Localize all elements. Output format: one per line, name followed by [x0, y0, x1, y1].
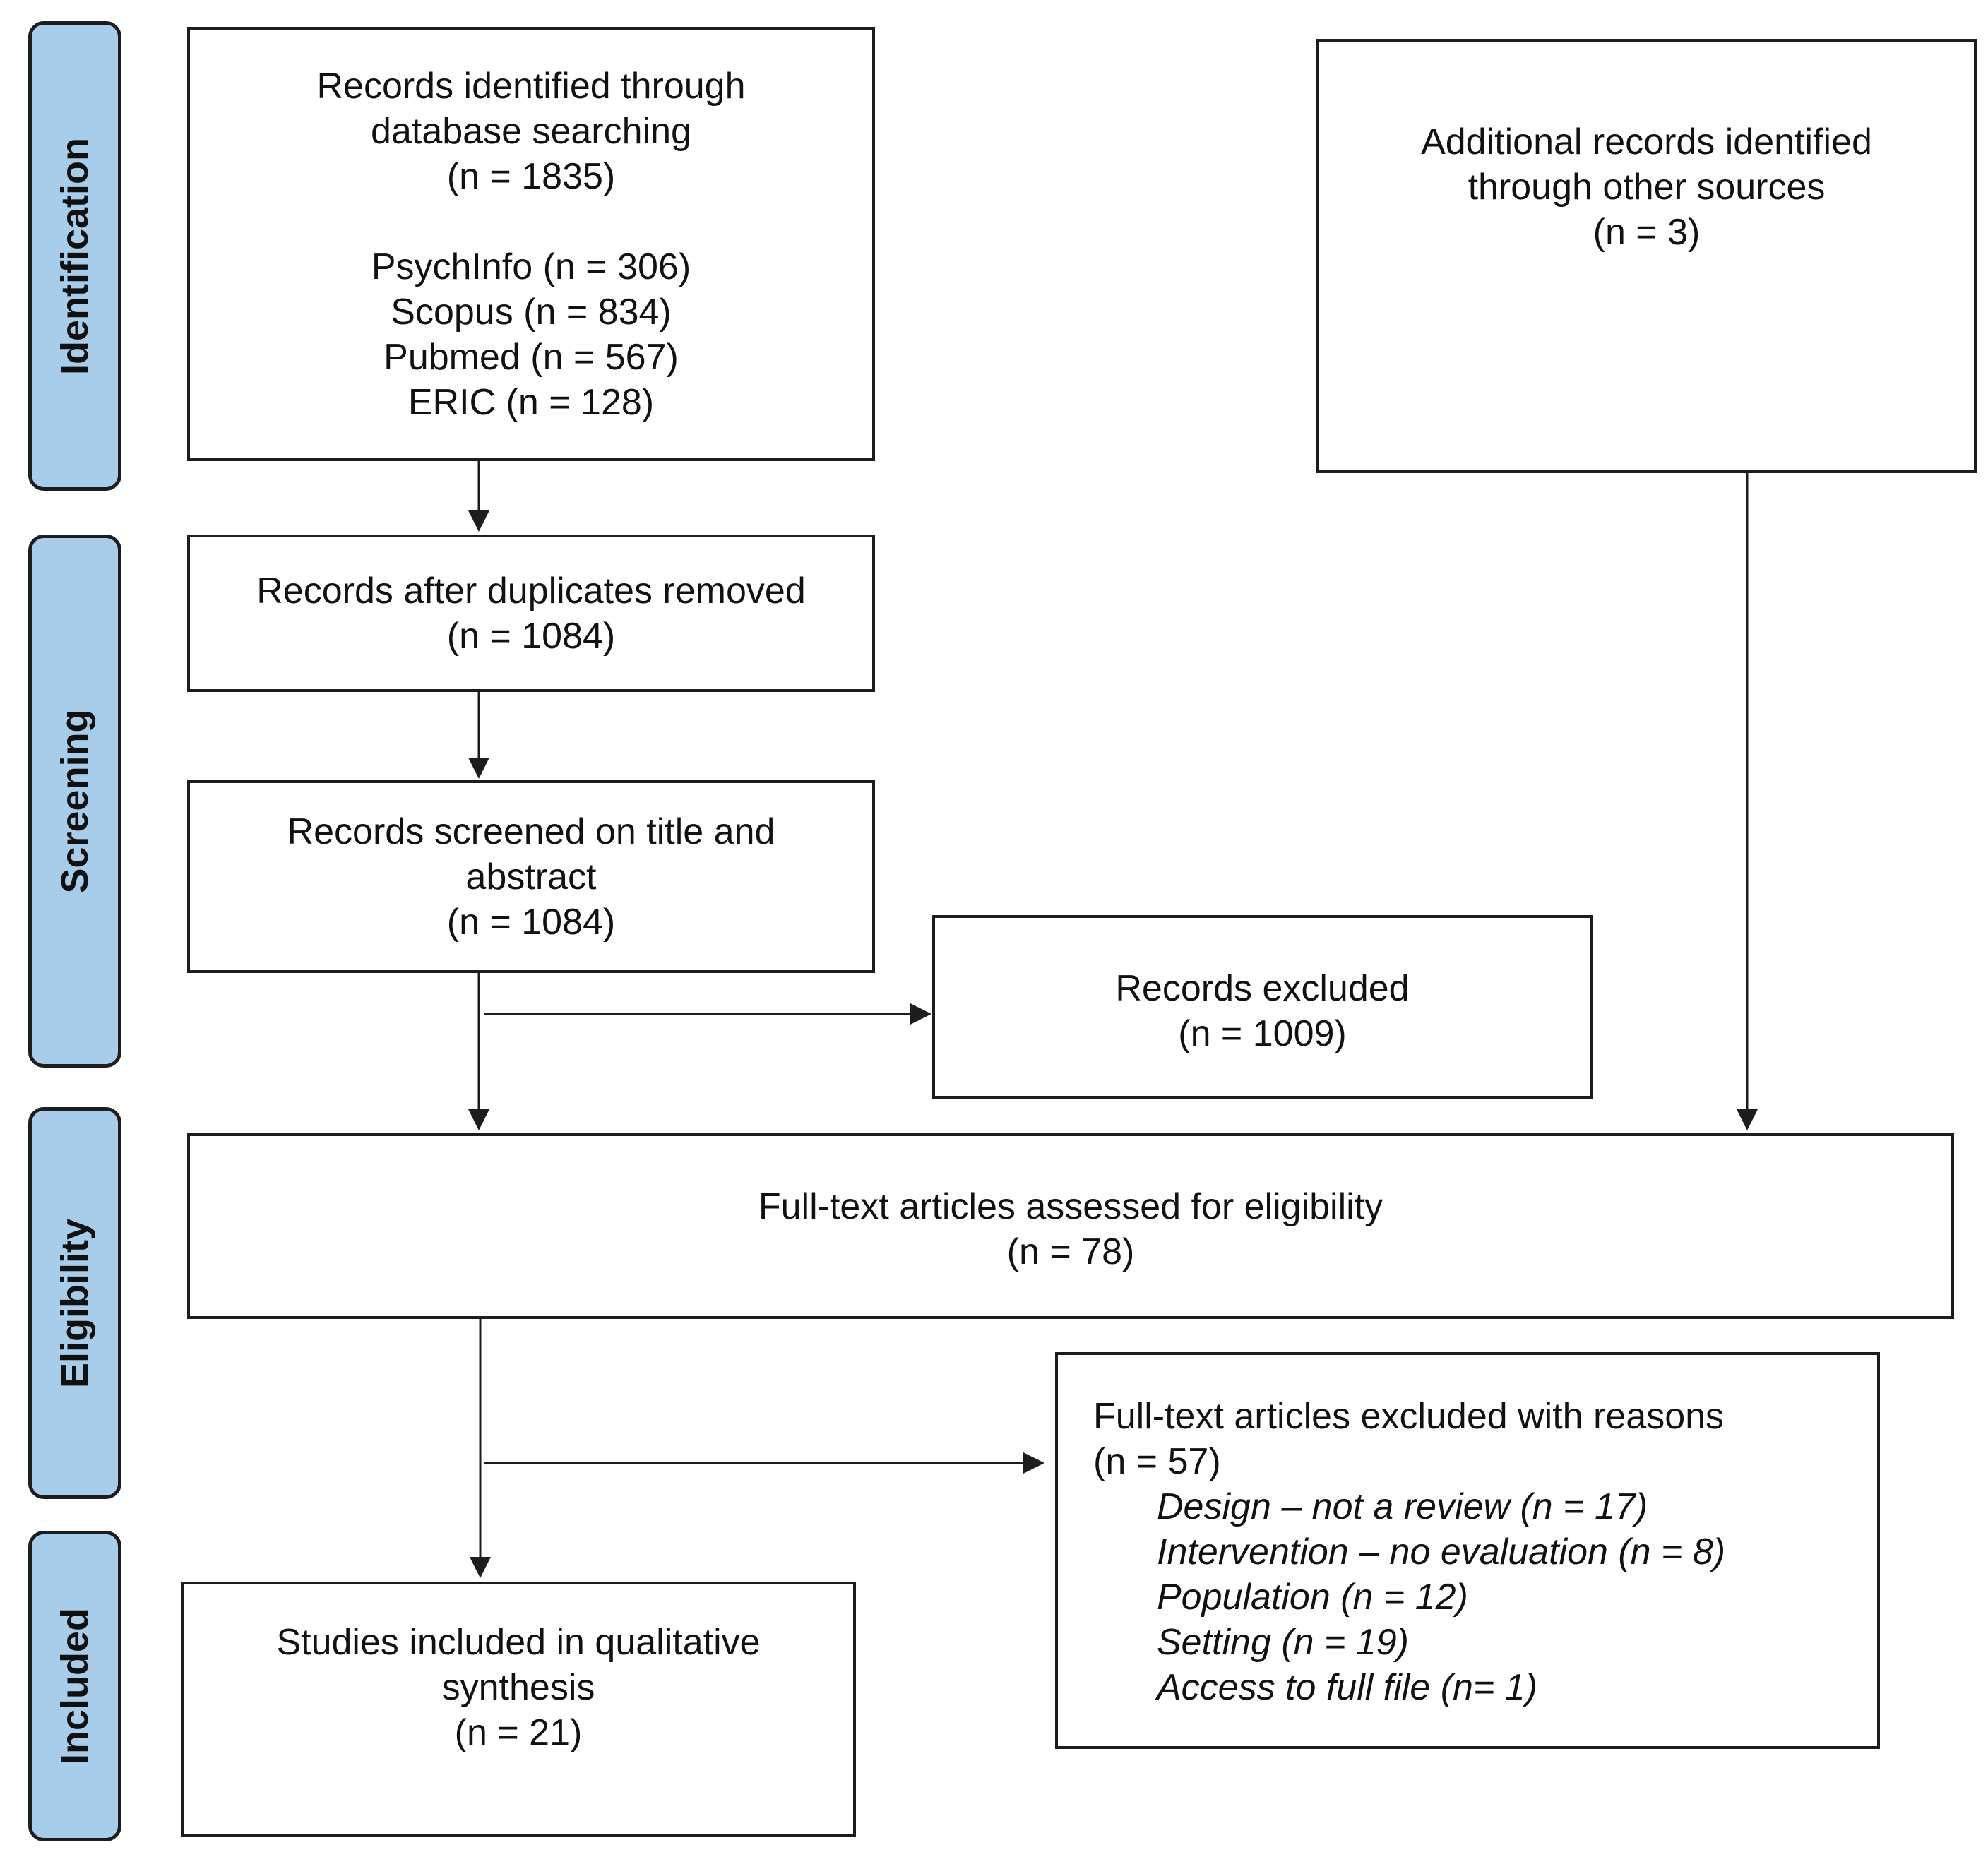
source-scopus: Scopus (n = 834): [391, 291, 672, 333]
phase-identification: Identification: [28, 21, 121, 491]
fulltext-assessed-label: Full-text articles assessed for eligibil…: [758, 1186, 1383, 1227]
box-fulltext-assessed: Full-text articles assessed for eligibil…: [187, 1133, 1954, 1319]
box-additional-records: Additional records identified through ot…: [1316, 39, 1977, 473]
box-records-excluded: Records excluded (n = 1009): [932, 915, 1593, 1099]
fulltext-excluded-count: (n = 57): [1093, 1441, 1221, 1482]
box-fulltext-excluded: Full-text articles excluded with reasons…: [1055, 1352, 1880, 1749]
studies-included-line2: synthesis: [441, 1667, 595, 1708]
records-excluded-label: Records excluded: [1115, 968, 1410, 1009]
records-screened-count: (n = 1084): [446, 901, 616, 943]
records-screened-line2: abstract: [465, 856, 597, 897]
reason-access: Access to full file (n= 1): [1157, 1667, 1537, 1708]
records-identified-title-line1: Records identified through: [316, 65, 746, 107]
records-identified-count: (n = 1835): [446, 155, 616, 197]
studies-included-line1: Studies included in qualitative: [276, 1622, 761, 1663]
additional-records-count: (n = 3): [1593, 212, 1701, 253]
records-excluded-count: (n = 1009): [1178, 1013, 1347, 1054]
source-psychinfo: PsychInfo (n = 306): [371, 246, 691, 287]
records-identified-title-line2: database searching: [371, 110, 691, 152]
additional-records-line2: through other sources: [1468, 167, 1826, 208]
records-screened-line1: Records screened on title and: [287, 811, 775, 852]
source-eric: ERIC (n = 128): [407, 381, 655, 423]
duplicates-removed-label: Records after duplicates removed: [256, 570, 806, 611]
reason-intervention: Intervention – no evaluation (n = 8): [1157, 1531, 1726, 1572]
additional-records-line1: Additional records identified: [1421, 121, 1872, 162]
duplicates-removed-count: (n = 1084): [446, 615, 616, 657]
box-studies-included: Studies included in qualitative synthesi…: [181, 1582, 856, 1837]
studies-included-count: (n = 21): [454, 1712, 583, 1753]
box-records-identified: Records identified through database sear…: [187, 27, 875, 461]
source-pubmed: Pubmed (n = 567): [383, 336, 679, 378]
reason-population: Population (n = 12): [1157, 1577, 1468, 1618]
phase-included: Included: [28, 1531, 121, 1841]
reason-design: Design – not a review (n = 17): [1157, 1486, 1648, 1527]
fulltext-excluded-label: Full-text articles excluded with reasons: [1093, 1396, 1725, 1437]
box-records-screened: Records screened on title and abstract (…: [187, 780, 875, 973]
phase-screening: Screening: [28, 535, 121, 1068]
fulltext-assessed-count: (n = 78): [1006, 1231, 1135, 1272]
phase-eligibility: Eligibility: [28, 1107, 121, 1499]
box-duplicates-removed: Records after duplicates removed (n = 10…: [187, 535, 875, 692]
reason-setting: Setting (n = 19): [1157, 1622, 1409, 1663]
